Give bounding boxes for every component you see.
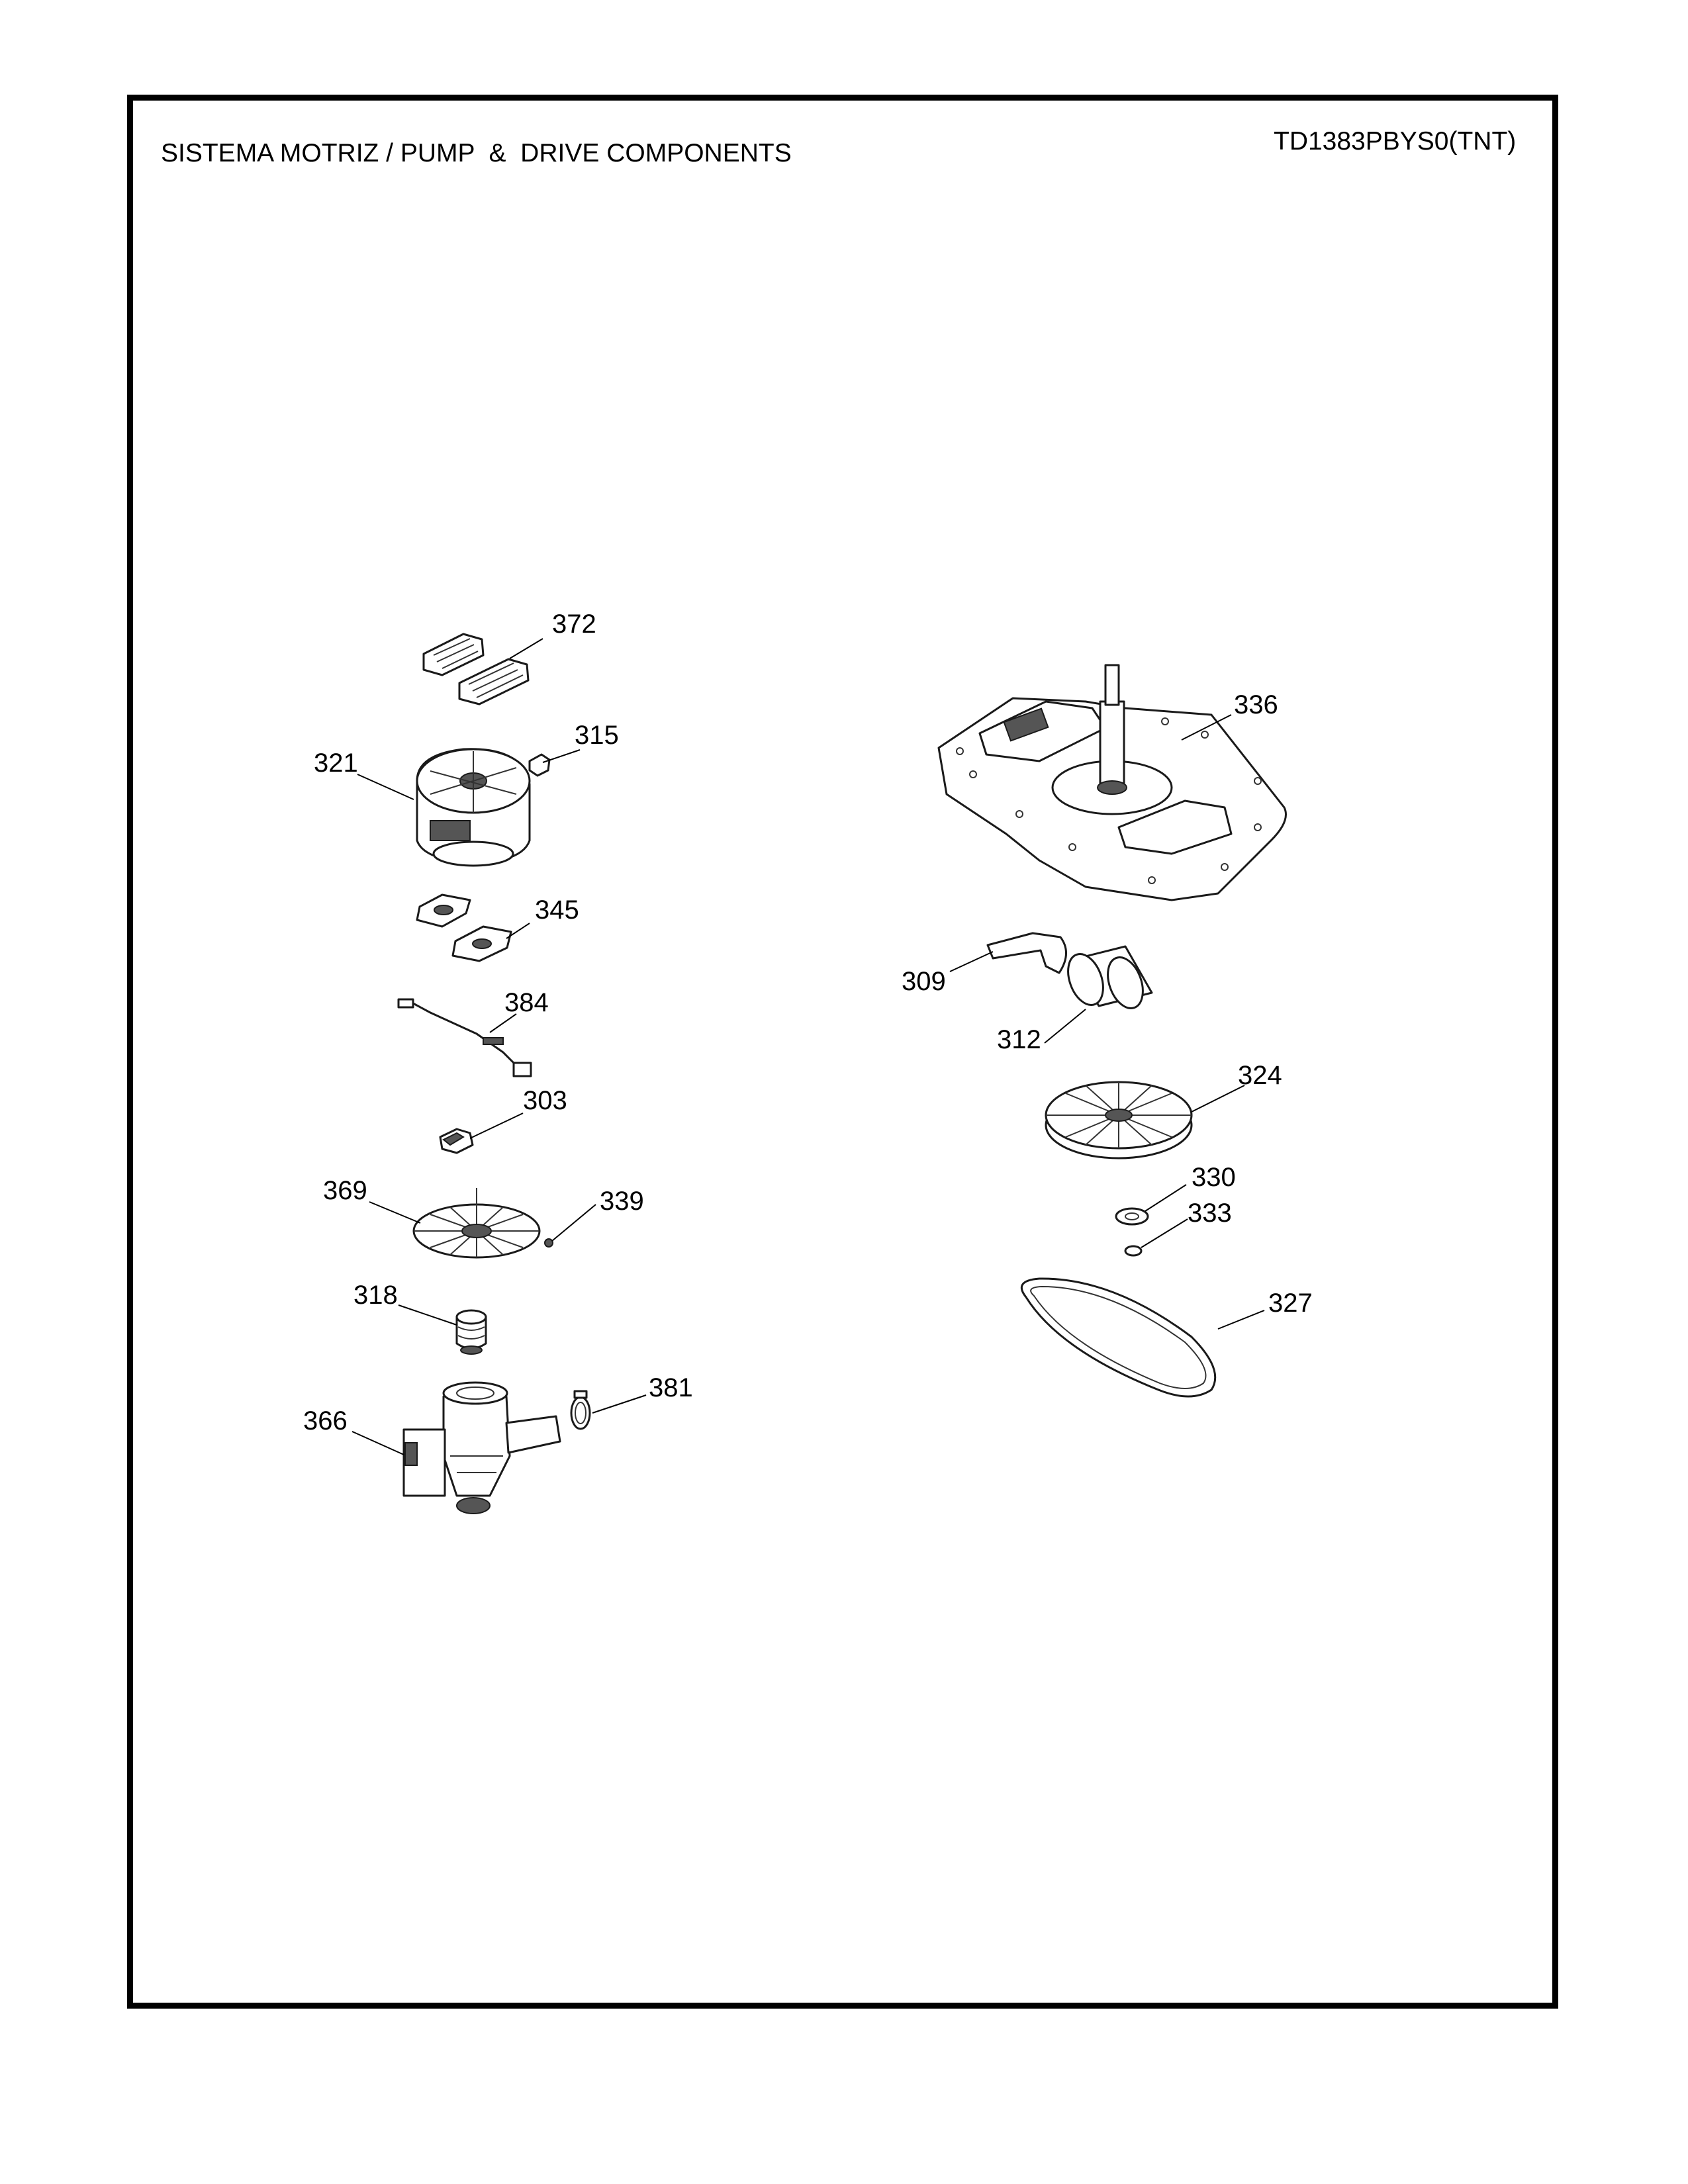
part-321-motor <box>416 748 531 867</box>
part-333-ring <box>1124 1245 1143 1257</box>
model-number: TD1383PBYS0(TNT) <box>1274 127 1517 156</box>
part-330-washer <box>1115 1207 1149 1226</box>
callout-309: 309 <box>902 967 946 996</box>
part-324-pulley <box>1045 1081 1193 1160</box>
callout-372: 372 <box>552 610 596 639</box>
callout-312: 312 <box>997 1025 1041 1054</box>
callout-315: 315 <box>575 721 619 750</box>
part-372-motor-covers <box>422 633 530 705</box>
part-381-clamp <box>570 1390 591 1430</box>
callout-384: 384 <box>504 988 549 1017</box>
leader-lines <box>352 638 1265 1455</box>
part-309-bracket <box>986 932 1067 974</box>
callout-336: 336 <box>1234 690 1278 719</box>
part-303-switch <box>439 1128 474 1154</box>
part-339-screw <box>544 1238 553 1248</box>
callout-labels: 372 315 321 345 384 303 369 339 318 381 … <box>303 610 1313 1435</box>
callout-324: 324 <box>1238 1061 1282 1090</box>
page-title: SISTEMA MOTRIZ / PUMP & DRIVE COMPONENTS <box>161 139 792 167</box>
callout-333: 333 <box>1188 1199 1232 1228</box>
part-345-brackets <box>416 893 512 962</box>
part-315-clip <box>528 753 551 777</box>
part-312-capacitor <box>1067 945 1153 1009</box>
part-336-mounting-plate <box>937 664 1287 901</box>
part-384-wire-harness <box>397 998 532 1077</box>
callout-318: 318 <box>353 1281 398 1310</box>
callout-330: 330 <box>1192 1163 1236 1192</box>
part-369-fan <box>412 1188 541 1259</box>
callout-321: 321 <box>314 749 358 778</box>
callout-327: 327 <box>1268 1289 1313 1318</box>
part-318-filter <box>455 1309 487 1355</box>
callout-366: 366 <box>303 1406 348 1435</box>
callout-303: 303 <box>523 1086 567 1115</box>
callout-339: 339 <box>600 1187 644 1216</box>
page-border <box>127 95 1558 2009</box>
part-327-belt <box>1020 1277 1217 1398</box>
part-366-drain-pump <box>402 1381 561 1514</box>
callout-369: 369 <box>323 1176 367 1205</box>
callout-381: 381 <box>649 1373 693 1402</box>
callout-345: 345 <box>535 895 579 925</box>
